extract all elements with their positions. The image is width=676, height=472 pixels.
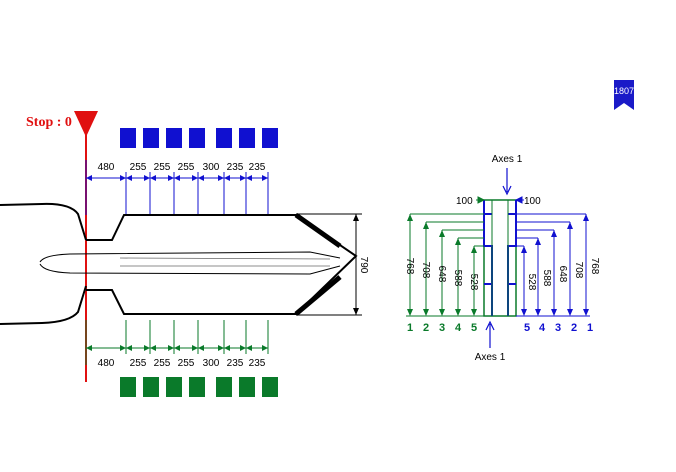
top-cut-4: 255 <box>178 162 195 173</box>
right-number-1: 5 <box>524 322 530 334</box>
bottom-cut-5: 300 <box>203 358 220 369</box>
section-view: Axes 1 Axes 1 100 100 768 708 648 588 <box>404 154 600 363</box>
right-number-2: 4 <box>539 322 546 334</box>
left-depth-3: 648 <box>436 266 447 283</box>
blade-width-value: 790 <box>358 257 369 274</box>
badge-label: 1807 <box>614 86 634 96</box>
left-number-3: 3 <box>439 322 445 334</box>
top-cut-1: 480 <box>98 162 115 173</box>
left-depth-1: 768 <box>404 258 415 275</box>
bottom-cut-2: 255 <box>130 358 147 369</box>
top-cut-7: 235 <box>249 162 266 173</box>
left-number-4: 4 <box>455 322 462 334</box>
stop-arrow-icon <box>74 111 98 137</box>
top-position-block-6[interactable] <box>239 128 255 148</box>
right-depth-1: 528 <box>526 274 537 291</box>
right-number-5: 1 <box>587 322 593 334</box>
right-depth-5: 768 <box>589 258 600 275</box>
bottom-position-block-3[interactable] <box>166 377 182 397</box>
top-position-blocks <box>120 128 278 148</box>
section-profile <box>483 199 517 317</box>
top-position-block-5[interactable] <box>216 128 232 148</box>
stop-label: Stop : 0 <box>26 115 72 130</box>
right-number-4: 2 <box>571 322 577 334</box>
right-number-3: 3 <box>555 322 561 334</box>
bottom-dimension-chain: 480 255 255 255 300 235 235 <box>85 320 269 369</box>
axes-top-arrow-icon <box>502 168 512 196</box>
bottom-position-blocks <box>120 377 278 397</box>
top-position-block-4[interactable] <box>189 128 205 148</box>
bottom-position-block-6[interactable] <box>239 377 255 397</box>
top-cut-2: 255 <box>130 162 147 173</box>
left-number-2: 2 <box>423 322 429 334</box>
bottom-cut-6: 235 <box>227 358 244 369</box>
top-position-block-7[interactable] <box>262 128 278 148</box>
bottom-position-block-1[interactable] <box>120 377 136 397</box>
right-depth-lines <box>516 213 590 317</box>
right-depth-2: 588 <box>541 270 552 287</box>
page-badge[interactable]: 1807 <box>614 80 634 110</box>
left-depth-5: 528 <box>468 274 479 291</box>
top-position-block-2[interactable] <box>143 128 159 148</box>
key-blade-outline <box>0 202 358 325</box>
axes-bottom-arrow-icon <box>485 320 495 348</box>
bottom-cut-3: 255 <box>154 358 171 369</box>
top-cut-6: 235 <box>227 162 244 173</box>
top-position-block-3[interactable] <box>166 128 182 148</box>
right-depth-3: 648 <box>557 266 568 283</box>
top-cut-5: 300 <box>203 162 220 173</box>
axes-top-label: Axes 1 <box>492 154 523 165</box>
bottom-cut-1: 480 <box>98 358 115 369</box>
bottom-position-block-7[interactable] <box>262 377 278 397</box>
left-number-5: 5 <box>471 322 477 334</box>
bottom-position-block-2[interactable] <box>143 377 159 397</box>
left-depth-4: 588 <box>452 270 463 287</box>
left-number-1: 1 <box>407 322 413 334</box>
bottom-position-block-4[interactable] <box>189 377 205 397</box>
right-depth-4: 708 <box>573 262 584 279</box>
blade-width-dimension: 790 <box>296 213 369 316</box>
right-offset-value: 100 <box>524 196 541 207</box>
left-depth-2: 708 <box>420 262 431 279</box>
top-cut-3: 255 <box>154 162 171 173</box>
left-offset-value: 100 <box>456 196 473 207</box>
axes-bottom-label: Axes 1 <box>475 352 506 363</box>
bottom-cut-7: 235 <box>249 358 266 369</box>
bottom-cut-4: 255 <box>178 358 195 369</box>
top-position-block-1[interactable] <box>120 128 136 148</box>
left-depth-lines <box>406 213 484 317</box>
bottom-position-block-5[interactable] <box>216 377 232 397</box>
top-dimension-chain: 480 255 255 255 300 235 235 <box>85 160 269 215</box>
